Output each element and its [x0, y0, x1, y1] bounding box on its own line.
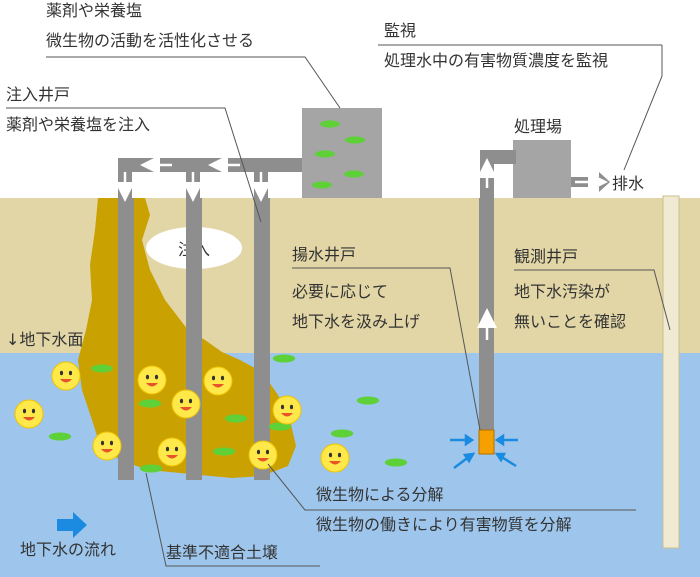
- injection-well-1: [118, 198, 134, 480]
- groundwater-flow-label: 地下水の流れ: [20, 540, 116, 559]
- observation-well-line1: 地下水汚染が: [514, 282, 610, 301]
- degradation-title: 微生物による分解: [316, 485, 444, 504]
- discharge-label: 排水: [612, 174, 644, 193]
- contaminated-soil-leader: [145, 472, 320, 567]
- pumping-well-title: 揚水井戸: [292, 245, 356, 264]
- chemicals-body: 微生物の活動を活性化させる: [46, 31, 254, 50]
- injection-well-leader: [6, 107, 262, 223]
- groundwater-flow-arrow: [57, 512, 87, 538]
- injection-well-title: 注入井戸: [6, 85, 70, 104]
- pumping-well-line1: 必要に応じて: [292, 282, 388, 301]
- pump-screen: [478, 429, 495, 455]
- contaminated-soil-label: 基準不適合土壌: [166, 543, 278, 562]
- supply-pipe-horizontal: [118, 158, 306, 172]
- observation-well: [662, 195, 680, 549]
- observation-well-leader: [514, 269, 671, 331]
- treatment-plant: [513, 140, 571, 198]
- degradation-body: 微生物の働きにより有害物質を分解: [316, 515, 572, 534]
- observation-well-title: 観測井戸: [514, 247, 578, 266]
- pumping-well: [479, 198, 494, 430]
- water-table-label: ↓地下水面: [6, 330, 83, 349]
- pumping-well-leader: [292, 267, 481, 431]
- pumping-well-line2: 地下水を汲み上げ: [292, 312, 420, 331]
- treatment-plant-label: 処理場: [514, 117, 562, 136]
- injection-well-3: [254, 198, 270, 480]
- monitoring-leader: [623, 45, 663, 171]
- injection-well-body: 薬剤や栄養塩を注入: [6, 115, 150, 134]
- degradation-leader: [267, 463, 636, 511]
- inflow-arrows: [450, 433, 518, 469]
- injection-well-2: [186, 198, 202, 480]
- monitoring-title: 監視: [384, 21, 416, 40]
- chemicals-leader: [46, 56, 341, 109]
- discharge-arrow-head: [599, 172, 610, 192]
- chemicals-title: 薬剤や栄養塩: [46, 1, 142, 20]
- monitoring-body: 処理水中の有害物質濃度を監視: [384, 51, 608, 70]
- observation-well-line2: 無いことを確認: [514, 312, 626, 331]
